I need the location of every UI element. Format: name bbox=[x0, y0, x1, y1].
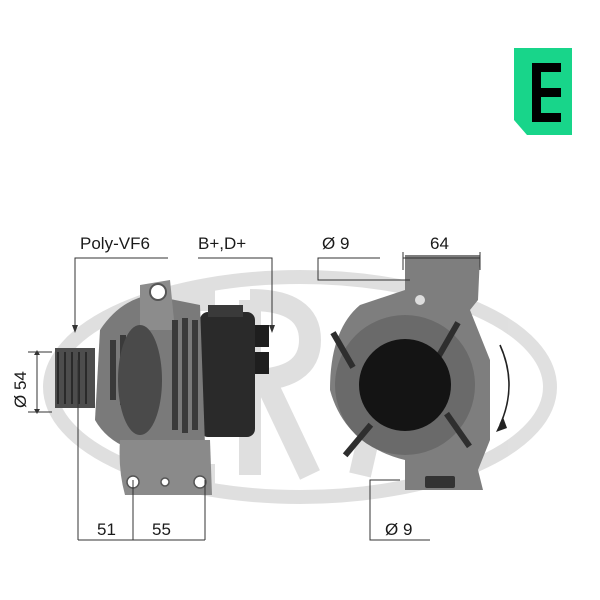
alternator-rear-view bbox=[330, 255, 490, 490]
pulley-type-label: Poly-VF6 bbox=[80, 234, 150, 253]
alternator-side-view bbox=[55, 280, 269, 495]
dimension-51-label: 51 bbox=[97, 520, 116, 539]
width-64-label: 64 bbox=[430, 234, 449, 253]
clockwise-arrow-icon bbox=[499, 344, 510, 426]
bottom-hole-diameter-label: Ø 9 bbox=[385, 520, 412, 539]
top-hole-diameter-label: Ø 9 bbox=[322, 234, 349, 253]
dimension-55-label: 55 bbox=[152, 520, 171, 539]
dimension-lines bbox=[28, 252, 481, 541]
era-badge-logo bbox=[514, 48, 572, 135]
pulley-diameter-label: Ø 54 bbox=[11, 371, 30, 408]
terminals-label: B+,D+ bbox=[198, 234, 246, 253]
